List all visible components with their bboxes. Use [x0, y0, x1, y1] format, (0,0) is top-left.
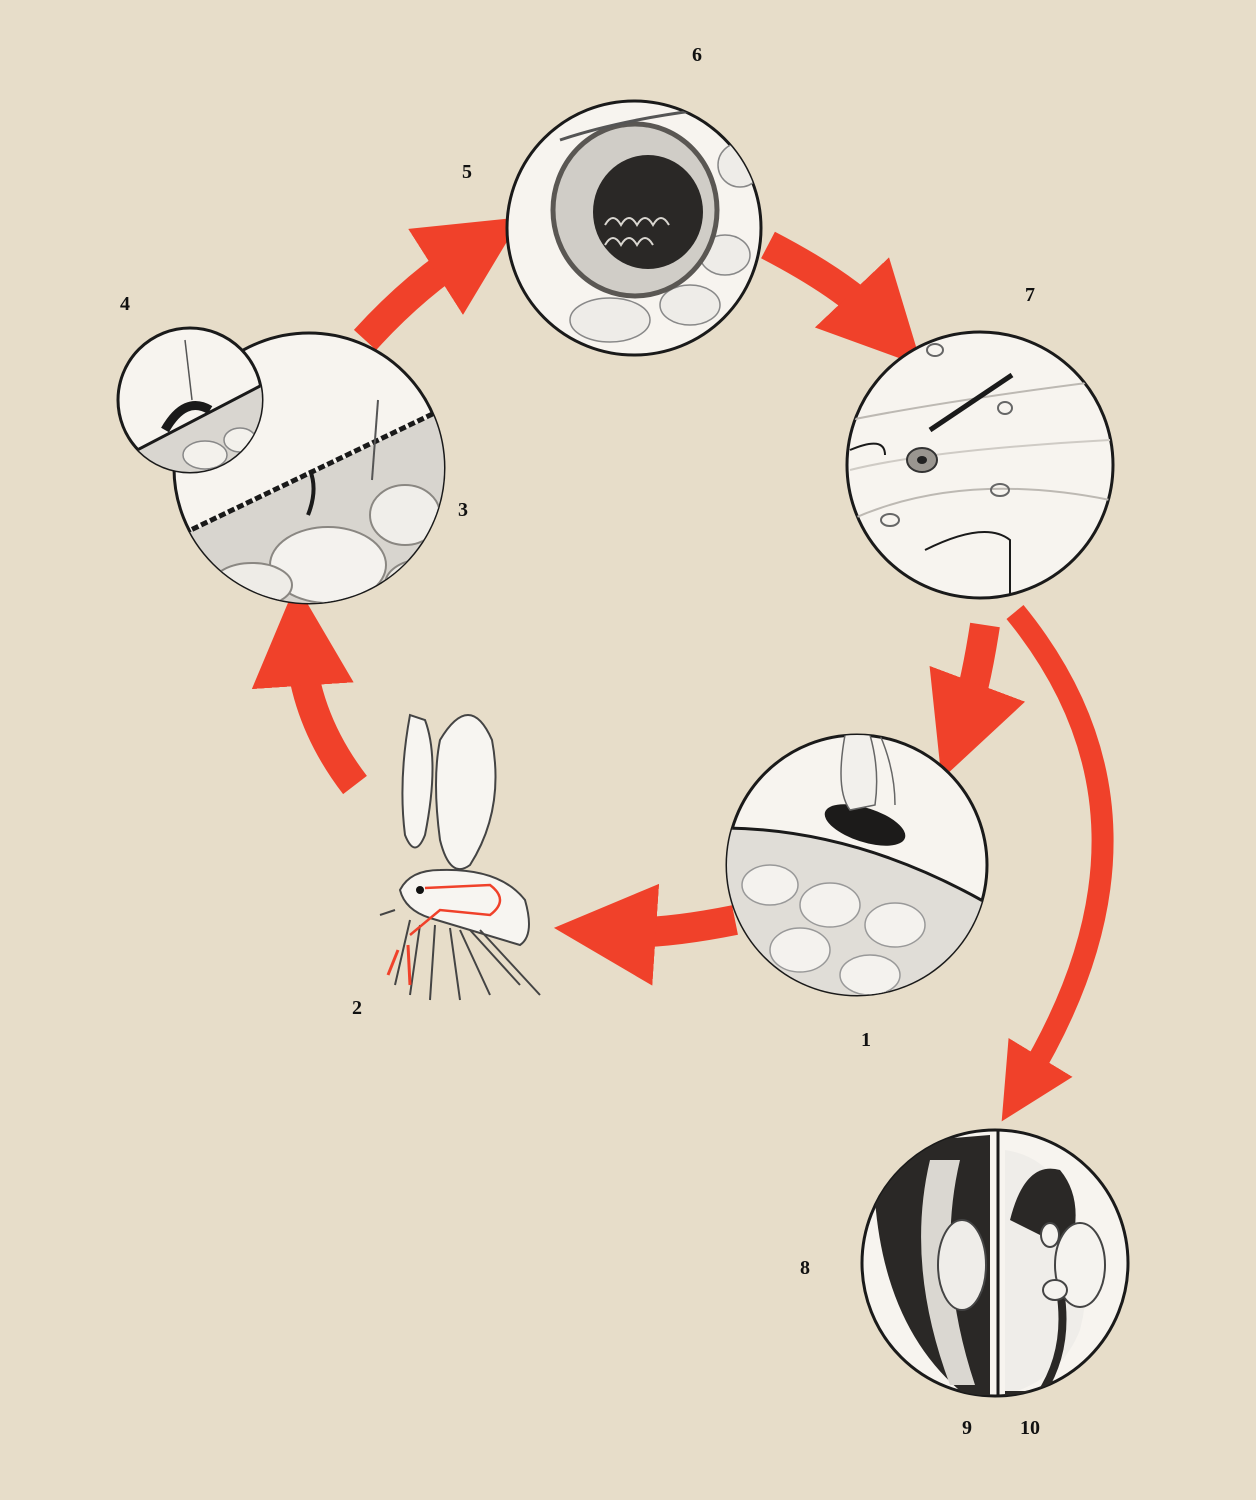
label-4: 4 [120, 294, 130, 314]
circle-8-eye-sections [862, 1130, 1128, 1396]
arrow-5-to-7 [768, 245, 880, 322]
circle-4-skin-detail [118, 328, 262, 475]
arrow-3-to-5 [365, 250, 470, 340]
label-9: 9 [962, 1418, 972, 1438]
label-7: 7 [1025, 285, 1035, 305]
arrow-7-to-1 [963, 625, 985, 722]
circle-1-fly-biting [727, 735, 990, 1000]
label-3: 3 [458, 500, 468, 520]
arrow-2-to-3 [300, 645, 355, 785]
fly-illustration [380, 715, 540, 1000]
label-5: 5 [462, 162, 472, 182]
label-1: 1 [861, 1030, 871, 1050]
arrow-1-to-2 [615, 920, 735, 933]
label-8: 8 [800, 1258, 810, 1278]
circle-7-tissue [847, 332, 1113, 600]
circle-5-6-nodule [507, 101, 762, 355]
label-6: 6 [692, 45, 702, 65]
label-10: 10 [1020, 1418, 1040, 1438]
arrow-7-to-8 [1015, 612, 1103, 1083]
label-2: 2 [352, 998, 362, 1018]
